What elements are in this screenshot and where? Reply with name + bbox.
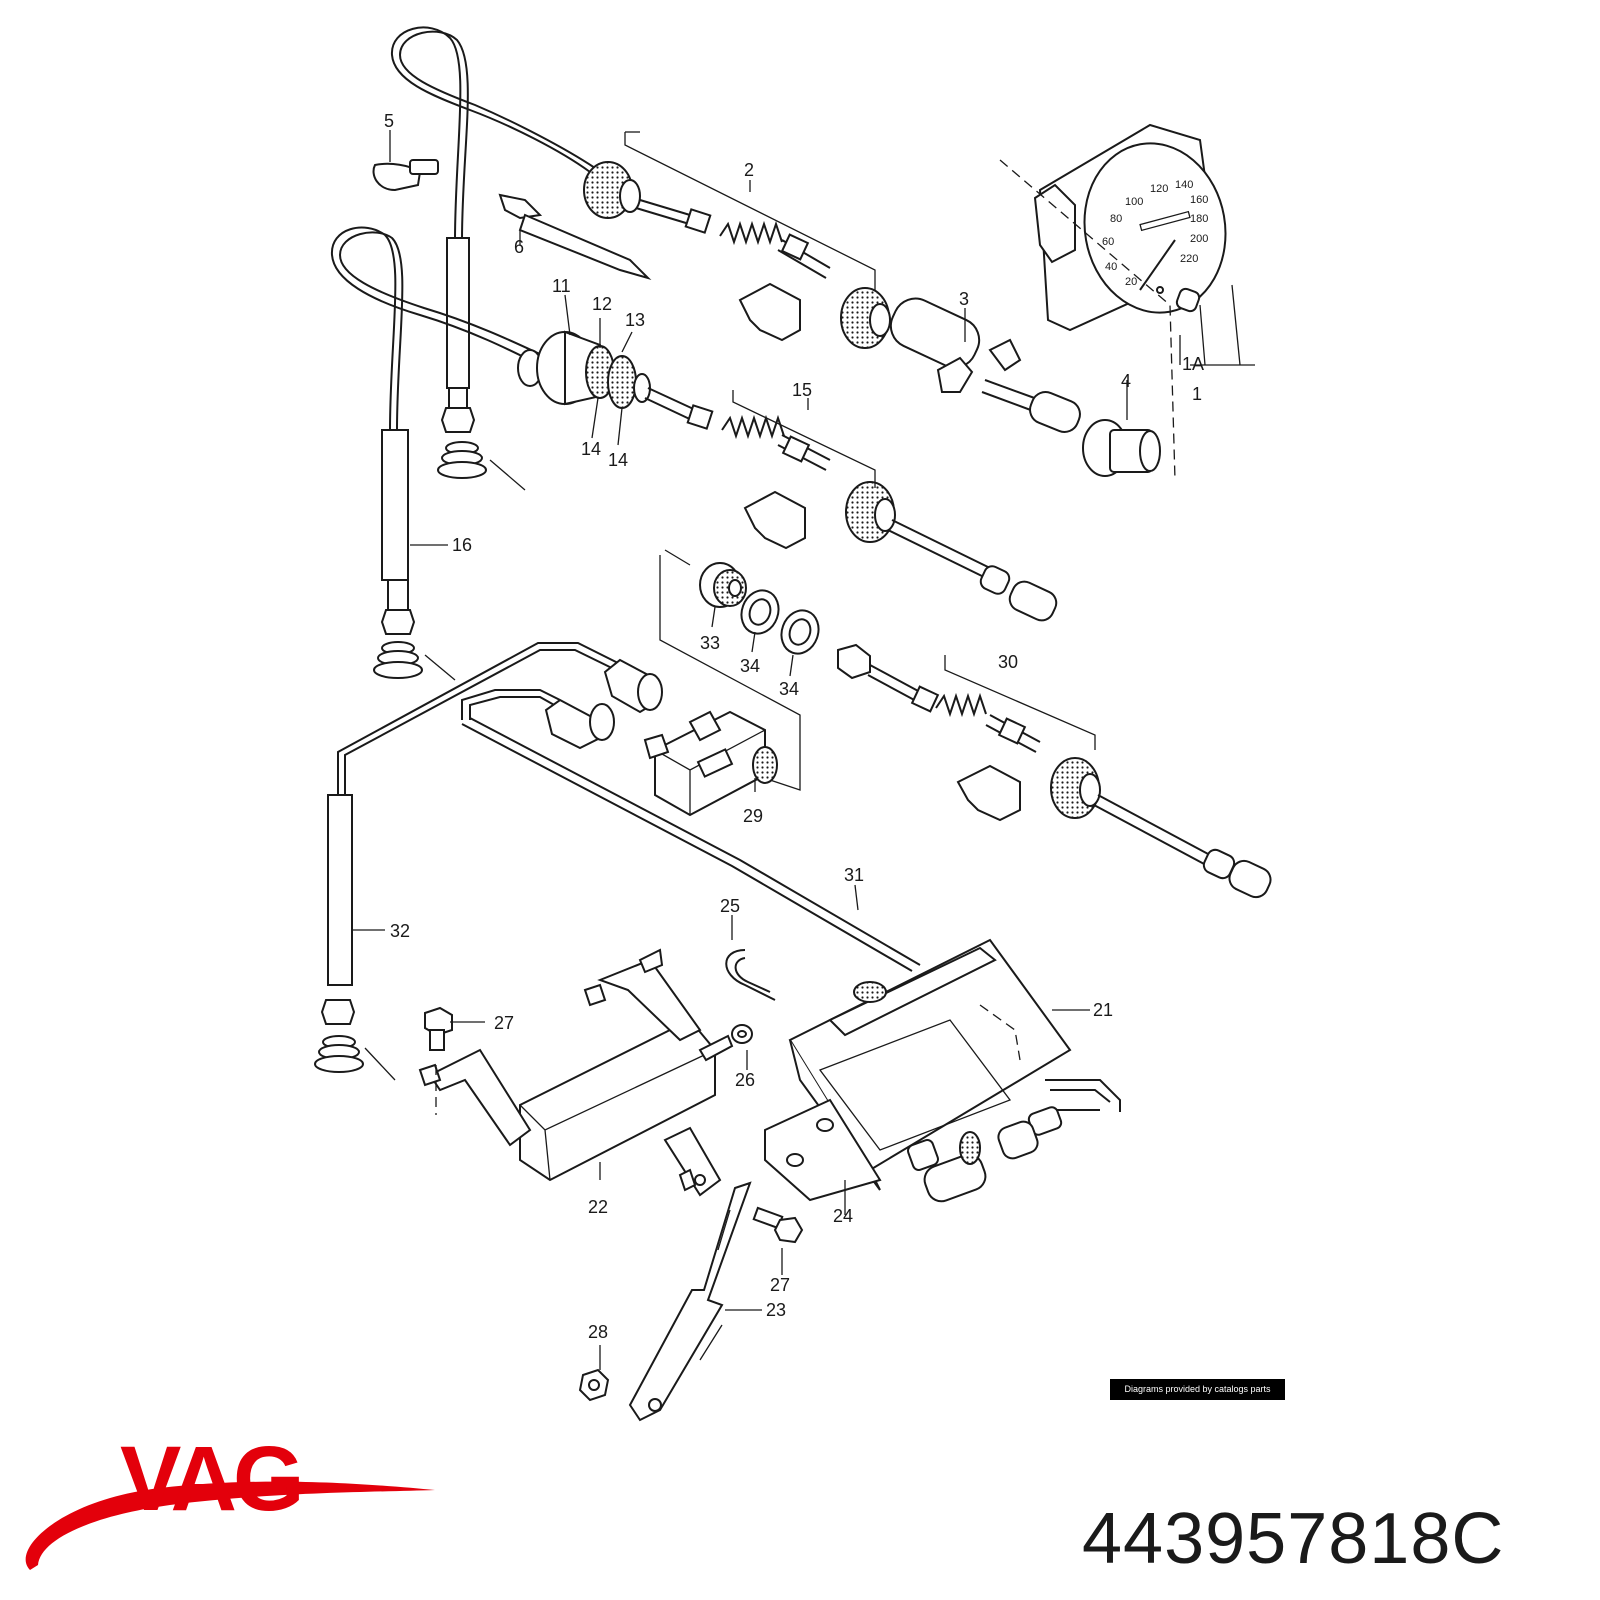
svg-text:80: 80 xyxy=(1110,213,1122,225)
callout-24: 24 xyxy=(833,1206,853,1226)
svg-text:20: 20 xyxy=(1125,276,1137,288)
callout-2: 2 xyxy=(744,160,754,180)
washer-34a xyxy=(740,589,780,635)
callout-30: 30 xyxy=(998,652,1018,672)
nut-28 xyxy=(578,1368,610,1402)
callout-34b: 34 xyxy=(779,679,799,699)
tube-31-32 xyxy=(314,642,921,1081)
logo-text: VAG xyxy=(120,1430,301,1530)
lower-cable-assembly xyxy=(330,226,1058,681)
callout-16: 16 xyxy=(452,535,472,555)
callout-labels: 1 1A 2 3 4 5 6 11 12 13 14 14 15 16 21 2… xyxy=(384,111,1204,1342)
callout-26: 26 xyxy=(735,1070,755,1090)
logo-swoosh xyxy=(25,1481,436,1570)
callout-13: 13 xyxy=(625,310,645,330)
speedometer-gauge-1: 20 40 60 80 100 120 140 160 180 200 220 xyxy=(999,123,1255,481)
speedometer-cable-3 xyxy=(889,297,1081,433)
svg-text:160: 160 xyxy=(1190,194,1208,206)
callout-3: 3 xyxy=(959,289,969,309)
hairpin-clip-25 xyxy=(725,949,776,1001)
control-unit-21 xyxy=(764,938,1121,1203)
callout-31: 31 xyxy=(844,865,864,885)
callout-27a: 27 xyxy=(494,1013,514,1033)
grommet-33 xyxy=(699,562,747,608)
callout-5: 5 xyxy=(384,111,394,131)
callout-27b: 27 xyxy=(770,1275,790,1295)
cable-30 xyxy=(837,643,1272,899)
diagram-credit: Diagrams provided by catalogs parts xyxy=(1110,1379,1285,1400)
callout-14b: 14 xyxy=(608,450,628,470)
callout-6: 6 xyxy=(514,237,524,257)
washer-26 xyxy=(698,1024,753,1062)
callout-4: 4 xyxy=(1121,371,1131,391)
clip-5 xyxy=(372,130,439,192)
svg-text:200: 200 xyxy=(1190,233,1208,245)
upper-grommet xyxy=(437,441,487,479)
svg-text:120: 120 xyxy=(1150,183,1168,195)
svg-text:180: 180 xyxy=(1190,213,1208,225)
bracket-lines xyxy=(624,131,1181,750)
bulb-holder-4 xyxy=(1082,419,1161,477)
callout-22: 22 xyxy=(588,1197,608,1217)
callout-1: 1 xyxy=(1192,384,1202,404)
lower-grommet xyxy=(314,1035,364,1073)
callout-1a: 1A xyxy=(1182,354,1204,374)
strap-23 xyxy=(628,1181,752,1422)
cable-spring-15 xyxy=(721,414,785,440)
callout-33: 33 xyxy=(700,633,720,653)
callout-28: 28 xyxy=(588,1322,608,1342)
svg-text:60: 60 xyxy=(1102,236,1114,248)
callout-15: 15 xyxy=(792,380,812,400)
bolt-27b xyxy=(752,1206,804,1244)
callout-23: 23 xyxy=(766,1300,786,1320)
cable-tie-6 xyxy=(498,193,652,281)
svg-text:140: 140 xyxy=(1175,179,1193,191)
sensor-box-29 xyxy=(643,710,778,817)
svg-text:100: 100 xyxy=(1125,196,1143,208)
middle-grommet xyxy=(373,641,423,679)
washer-34b xyxy=(780,609,820,655)
vag-logo: VAG xyxy=(25,1430,436,1570)
bracket-22 xyxy=(418,948,722,1197)
leader-lines xyxy=(450,180,1128,1370)
cable-spring-2 xyxy=(719,220,783,246)
bolt-27a xyxy=(424,1006,453,1051)
callout-34a: 34 xyxy=(740,656,760,676)
callout-12: 12 xyxy=(592,294,612,314)
svg-text:220: 220 xyxy=(1180,253,1198,265)
gauge-tick-labels: 20 40 60 80 100 120 140 160 180 200 220 xyxy=(1102,179,1208,288)
svg-text:40: 40 xyxy=(1105,261,1117,273)
cable-spring-30 xyxy=(935,692,987,718)
callout-32: 32 xyxy=(390,921,410,941)
callout-29: 29 xyxy=(743,806,763,826)
callout-25: 25 xyxy=(720,896,740,916)
part-number: 443957818C xyxy=(1082,1499,1505,1579)
callout-14a: 14 xyxy=(581,439,601,459)
upper-cable-assembly xyxy=(390,26,891,491)
callout-11: 11 xyxy=(552,276,571,296)
callout-21: 21 xyxy=(1093,1000,1113,1020)
